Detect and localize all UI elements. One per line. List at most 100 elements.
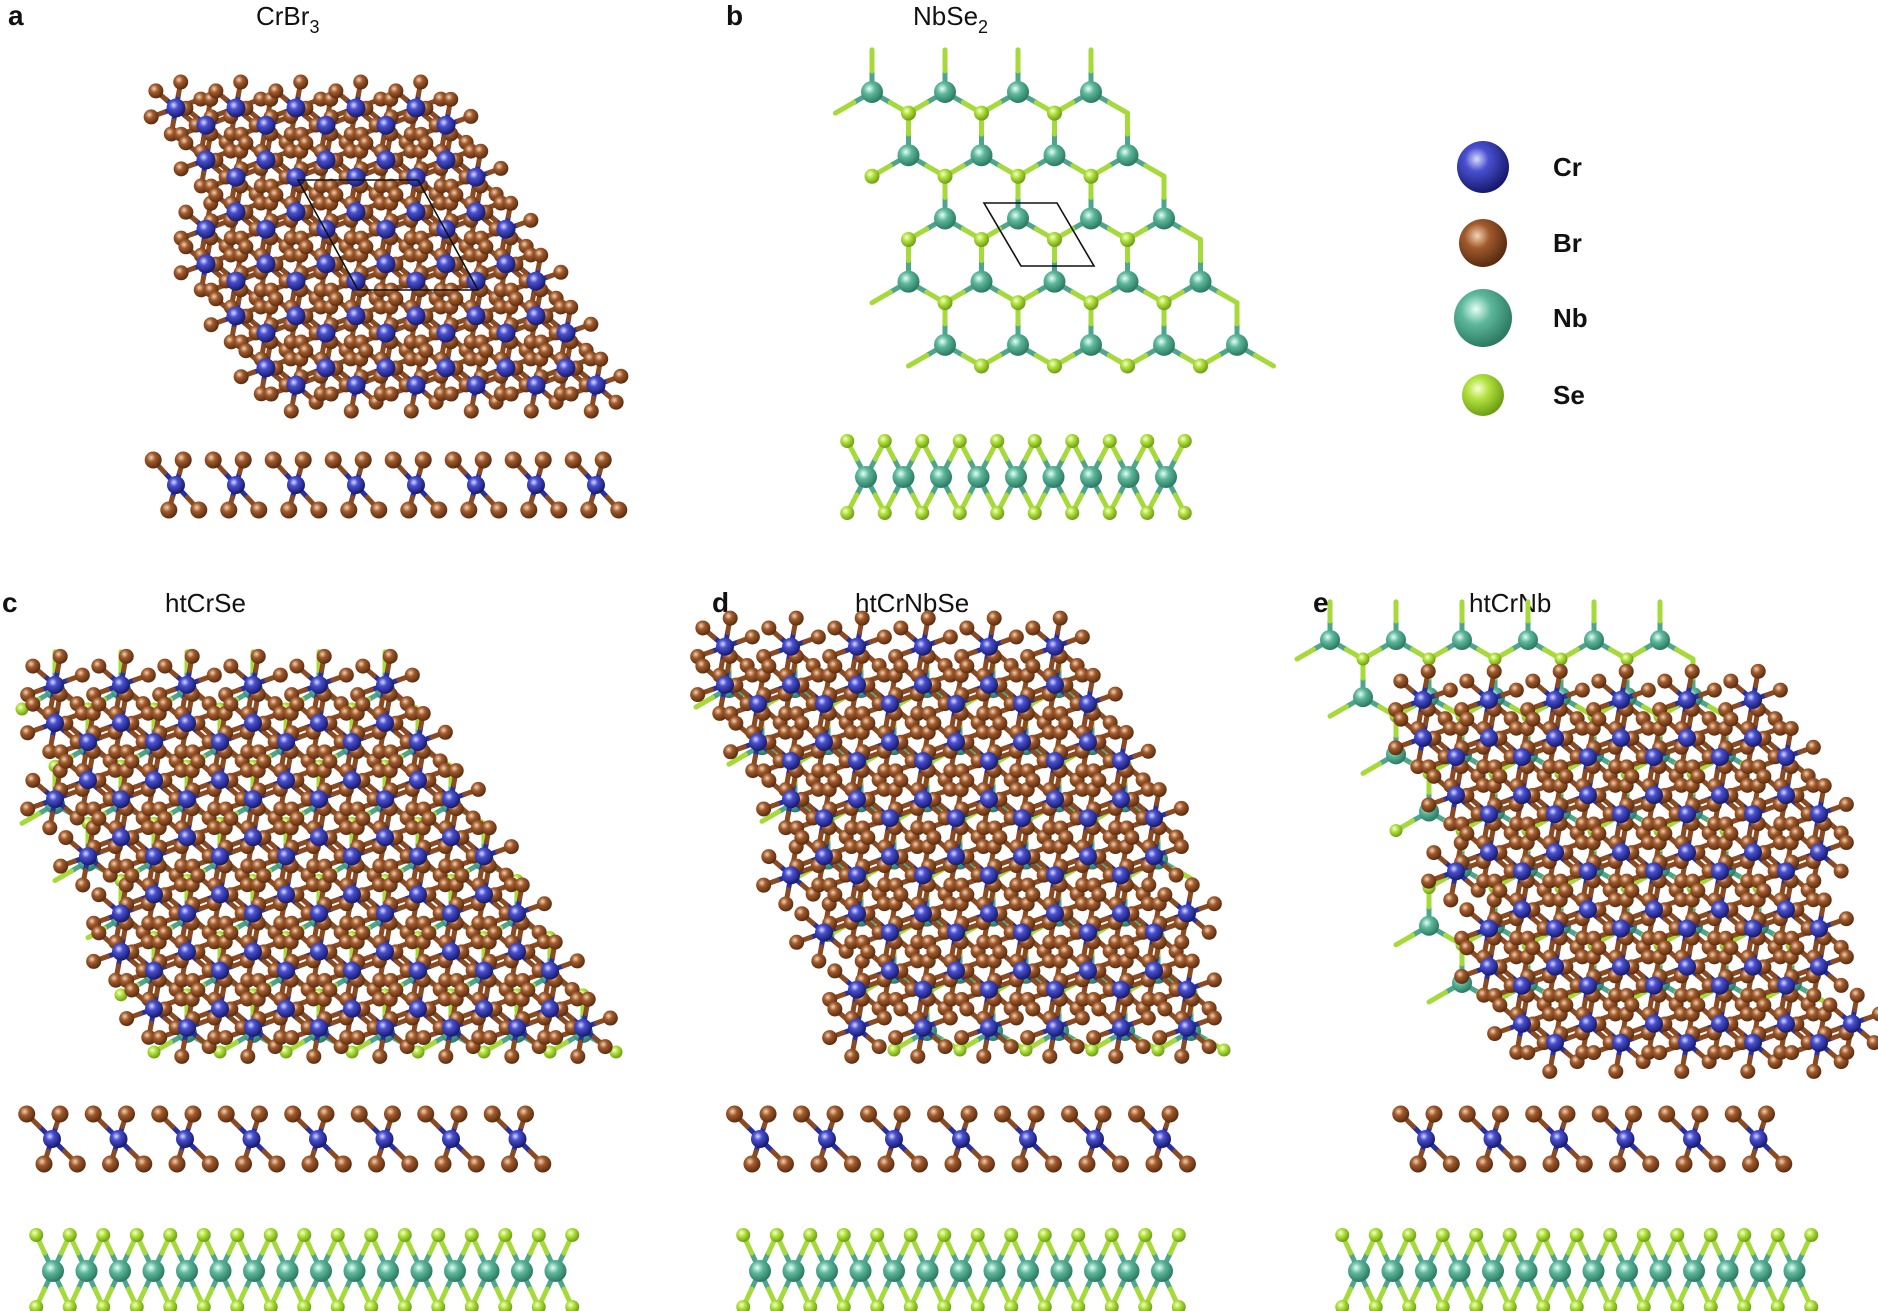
se-atom [15,702,29,716]
se-atom [477,1045,491,1059]
nb-atom [970,144,993,167]
nb-atom [950,1260,972,1282]
nb-atom [934,333,956,356]
nb-atom [1043,144,1066,167]
br-atom [1421,797,1437,813]
br-atom [1107,724,1123,740]
br-atom [580,991,596,1007]
nb-atom [1616,1260,1638,1282]
cr-atom [310,1018,328,1037]
br-atom [478,239,494,255]
br-atom [1575,816,1591,832]
se-atom [970,1300,985,1311]
cr-atom [1480,957,1498,976]
br-atom [1107,686,1123,702]
br-atom [1420,663,1436,679]
nb-atom [1155,466,1177,488]
br-atom [811,763,827,779]
cr-atom [556,358,576,378]
se-atom [1335,1300,1350,1311]
cr-atom [1046,637,1064,656]
br-atom [1641,930,1657,946]
se-atom [870,1300,885,1311]
br-atom [1508,720,1524,736]
cr-atom [178,790,196,809]
br-atom [322,982,338,998]
cr-atom [1145,809,1163,828]
cr-atom [178,828,196,847]
cr-atom [1810,957,1828,976]
br-atom [1173,800,1189,816]
br-atom [140,667,156,683]
cr-atom [980,790,998,809]
nb-atom [782,1260,805,1282]
nb-atom [1050,1260,1073,1282]
br-atom [473,143,489,159]
cr-atom [1546,729,1564,747]
br-atom [1723,940,1739,956]
br-atom [1508,949,1524,965]
br-atom [1772,682,1788,698]
cr-atom [112,675,130,694]
cr-atom [848,752,866,771]
se-atom [1027,434,1042,448]
br-atom [1041,839,1057,855]
nb-atom [377,1260,399,1282]
br-atom [438,858,454,874]
br-atom [827,658,843,674]
nb-atom [930,466,952,488]
se-atom [1737,1228,1752,1242]
br-atom [388,291,404,307]
cr-atom [848,980,866,999]
br-atom [1706,835,1722,851]
br-atom [206,820,222,836]
se-atom [1469,1300,1484,1311]
cr-atom [436,115,456,135]
br-atom [1091,887,1107,903]
panel-a: a CrBr3 [8,0,629,519]
br-atom [893,1001,909,1017]
cr-atom [347,476,365,494]
br-atom [1618,663,1634,679]
br-atom [1003,1039,1019,1055]
br-atom [1708,1155,1726,1173]
br-atom [414,451,432,469]
htcrnb-top-view [1294,599,1878,1079]
br-atom [203,317,219,333]
cr-atom [1447,862,1465,881]
se-atom [1071,1228,1086,1242]
nb-atom [1452,630,1472,650]
br-atom [368,1155,386,1173]
cr-atom [1579,786,1597,805]
cr-atom [442,942,460,961]
se-atom [1193,358,1208,374]
br-atom [1459,902,1475,918]
legend-label: Br [1553,228,1582,258]
br-atom [943,877,959,893]
cr-atom [1546,805,1564,824]
nb-atom [934,207,956,230]
cr-atom [1546,843,1564,862]
br-atom [1866,1035,1878,1051]
cr-atom [1079,809,1097,828]
br-atom [810,781,826,797]
br-atom [1657,826,1673,842]
br-atom [1074,667,1090,683]
br-atom [417,1105,435,1123]
br-atom [960,1105,978,1123]
se-atom [901,105,916,121]
br-atom [744,667,760,683]
br-atom [602,1010,618,1026]
br-atom [976,934,992,950]
br-atom [74,705,90,721]
cr-atom [409,999,427,1018]
se-atom [937,1300,952,1311]
br-atom [722,610,738,626]
br-atom [107,762,123,778]
br-atom [448,291,464,307]
br-atom [233,74,249,90]
br-atom [827,887,843,903]
htcrnbse-nbse2-side-view [736,1228,1186,1311]
br-atom [1640,720,1656,736]
cr-atom [277,961,295,980]
